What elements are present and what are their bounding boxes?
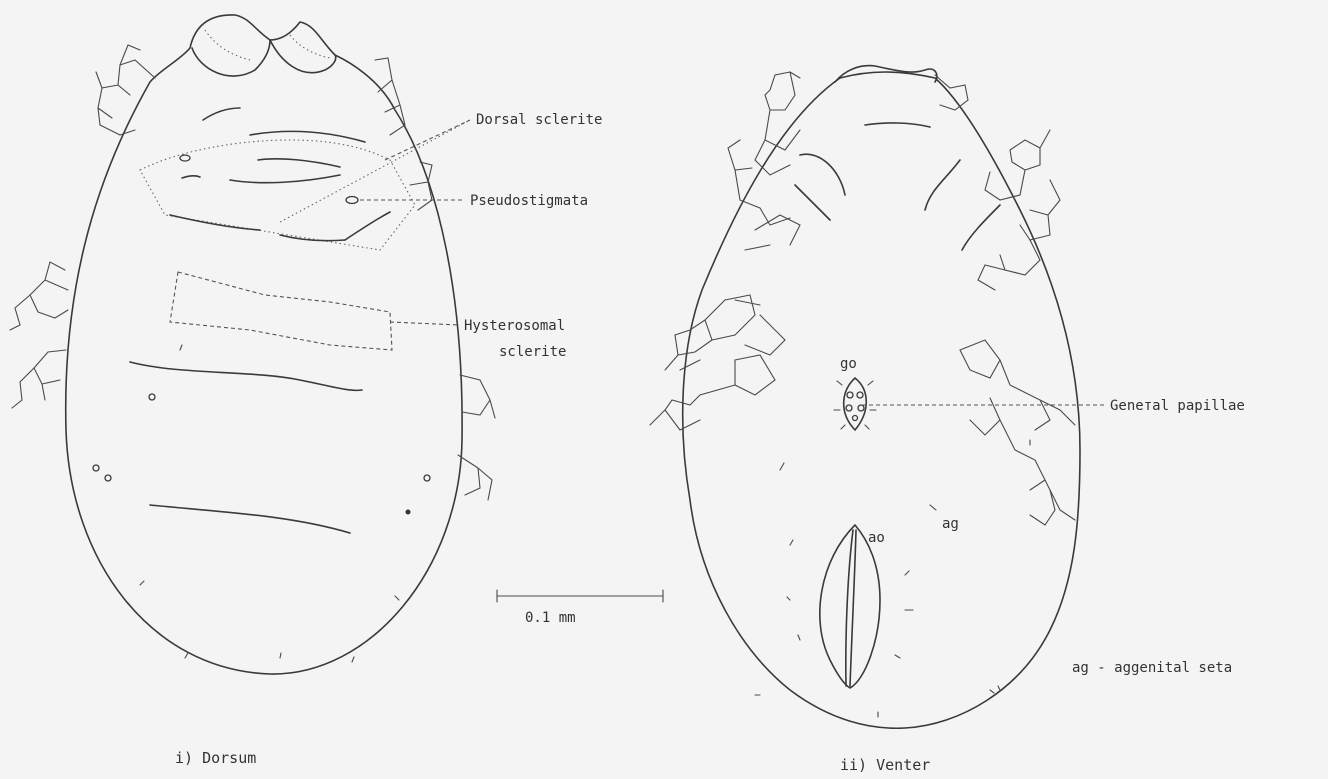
label-go: go — [840, 356, 857, 372]
label-ag-legend: ag - aggenital seta — [1072, 660, 1232, 676]
venter-setae — [755, 440, 1030, 717]
venter-body-outline — [683, 72, 1080, 728]
dorsum-setae — [140, 345, 399, 662]
label-ag: ag — [942, 516, 959, 532]
anal-slit — [846, 530, 853, 686]
venter-gnathosoma — [835, 66, 937, 82]
dorsum-left-legs — [10, 45, 155, 408]
label-hysterosomal: Hysterosomal — [464, 318, 565, 334]
dorsum-transverse-2 — [280, 235, 345, 241]
caption-dorsum: i) Dorsum — [175, 749, 256, 767]
leader-hysterosomal — [390, 322, 460, 325]
dorsum-pore-4 — [93, 465, 99, 471]
scale-bar: 0.1 mm — [497, 590, 663, 626]
leader-dorsal-sclerite-2 — [280, 120, 470, 222]
label-genital-papillae: Geneтal papillae — [1110, 398, 1245, 414]
dorsum-seta-base-1 — [406, 510, 411, 515]
dorsum-pore-6 — [424, 475, 430, 481]
label-ao: ao — [868, 530, 885, 546]
scale-bar-label: 0.1 mm — [525, 610, 576, 626]
venter-furrow — [865, 123, 930, 127]
dorsum-pore-3 — [149, 394, 155, 400]
genital-papillae — [846, 392, 864, 421]
dorsum-gnathosoma — [192, 40, 336, 76]
anal-opening — [820, 525, 880, 688]
venter-drawing — [650, 66, 1105, 729]
dorsum-furrow-1 — [203, 108, 240, 120]
dorsum-gnathosoma-dots — [205, 30, 330, 60]
label-dorsal-sclerite: Dorsal sclerite — [476, 112, 602, 128]
venter-right-legs — [935, 75, 1075, 525]
venter-coxal-lines — [795, 154, 1000, 250]
dorsum-transverse-5 — [150, 505, 350, 533]
dorsum-transverse-3 — [345, 212, 390, 240]
dorsum-furrow-5 — [182, 176, 200, 178]
dorsum-pore-left — [180, 155, 190, 161]
hysterosomal-sclerite-outline — [170, 272, 392, 350]
dorsum-pseudostigma — [346, 197, 358, 204]
dorsum-transverse-4 — [130, 362, 362, 390]
dorsum-furrow-4 — [230, 175, 340, 183]
label-hysterosomal-2: sclerite — [499, 344, 566, 360]
dorsum-furrow-3 — [258, 159, 340, 167]
caption-venter: ii) Venter — [840, 756, 930, 774]
dorsum-drawing — [10, 15, 495, 674]
genital-opening — [844, 378, 867, 430]
venter-left-legs — [650, 72, 800, 430]
label-pseudostigmata: Pseudostigmata — [470, 193, 588, 209]
dorsum-pore-5 — [105, 475, 111, 481]
leader-dorsal-sclerite — [385, 120, 470, 160]
